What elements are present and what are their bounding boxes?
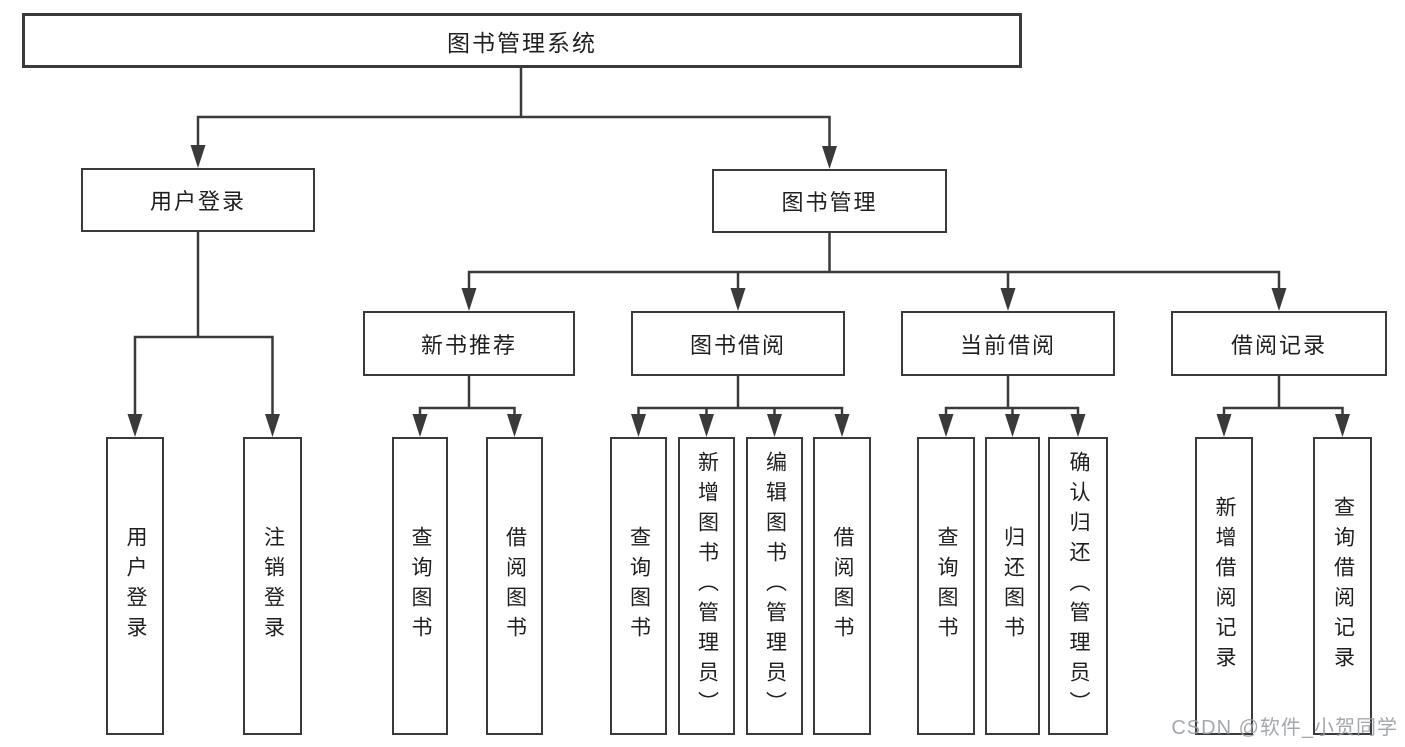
connector-borrow-records-to-leaves <box>1222 376 1344 416</box>
arrowhead-current-borrow <box>1000 288 1016 311</box>
leaf-logout: 注销登录 <box>243 437 302 735</box>
arrowhead-leaf-bb-borrow <box>834 414 850 437</box>
csdn-watermark: CSDN @软件_小贺同学 <box>1171 717 1398 739</box>
leaf-br-query-record: 查询借阅记录 <box>1313 437 1372 735</box>
arrowhead-borrow-records <box>1271 288 1287 311</box>
connector-user-login-to-leaves <box>133 232 274 416</box>
node-user-login: 用户登录 <box>81 168 315 232</box>
arrowhead-leaf-bb-query <box>631 414 646 437</box>
arrowhead-leaf-cb-query <box>938 414 954 437</box>
arrowhead-leaf-bb-edit <box>767 414 782 437</box>
connector-book-borrow-to-leaves <box>637 376 844 416</box>
node-new-book-recommend: 新书推荐 <box>363 311 575 376</box>
leaf-user-login: 用户登录 <box>106 437 164 735</box>
leaf-cb-query-books: 查询图书 <box>917 437 975 735</box>
leaf-bb-add-books-admin: 新增图书（管理员） <box>678 437 735 735</box>
leaf-br-add-record: 新增借阅记录 <box>1195 437 1253 735</box>
node-current-borrow: 当前借阅 <box>901 311 1115 376</box>
leaf-bb-query-books: 查询图书 <box>610 437 667 735</box>
arrowhead-leaf-br-add <box>1216 414 1232 437</box>
connector-new-book-recommend-to-leaves <box>418 376 516 416</box>
arrowhead-user-login <box>190 145 206 168</box>
connector-book-management-to-level3 <box>467 233 1281 290</box>
connector-current-borrow-to-leaves <box>944 376 1080 416</box>
arrowhead-leaf-nb-query <box>412 414 428 437</box>
arrowhead-book-management <box>822 146 837 169</box>
leaf-cb-return-books: 归还图书 <box>985 437 1040 735</box>
leaf-bb-borrow-books: 借阅图书 <box>813 437 871 735</box>
arrowhead-leaf-nb-borrow <box>507 414 522 437</box>
leaf-nb-query-books: 查询图书 <box>392 437 448 735</box>
leaf-bb-edit-books-admin: 编辑图书（管理员） <box>746 437 803 735</box>
arrowhead-leaf-logout <box>265 414 280 437</box>
node-borrow-records: 借阅记录 <box>1171 311 1387 376</box>
connector-root-to-level2 <box>196 68 831 148</box>
leaf-cb-confirm-return-admin: 确认归还（管理员） <box>1048 437 1108 735</box>
arrowhead-book-borrow <box>730 288 746 311</box>
arrowhead-new-book-recommend <box>461 288 477 311</box>
arrowhead-leaf-user-login <box>127 414 143 437</box>
node-book-management: 图书管理 <box>712 169 947 233</box>
arrowhead-leaf-cb-confirm <box>1070 414 1086 437</box>
arrowhead-leaf-bb-add <box>699 414 714 437</box>
arrowhead-leaf-br-query <box>1335 414 1350 437</box>
node-book-borrow: 图书借阅 <box>631 311 845 376</box>
node-book-management-system: 图书管理系统 <box>22 13 1022 68</box>
leaf-nb-borrow-books: 借阅图书 <box>486 437 543 735</box>
arrowhead-leaf-cb-return <box>1005 414 1020 437</box>
